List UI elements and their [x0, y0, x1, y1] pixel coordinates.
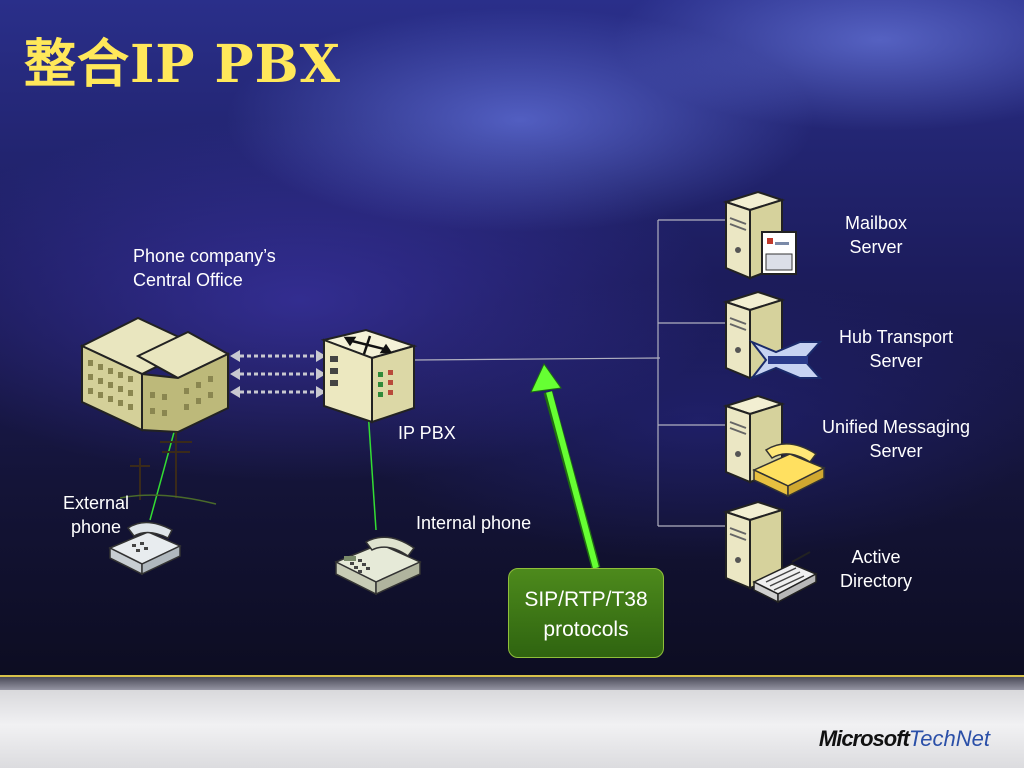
ip-pbx-label: IP PBX — [398, 423, 456, 443]
protocols-callout: SIP/RTP/T38 protocols — [508, 568, 664, 658]
external-phone-link — [149, 424, 177, 521]
internal-phone-link — [367, 409, 377, 531]
logo-microsoft-text: Microsoft — [818, 726, 910, 751]
trunk-lines — [240, 354, 318, 394]
hub-transport-server-icon — [722, 290, 823, 381]
hub-transport-server-label: Hub Transport Server — [838, 327, 954, 371]
connection-lines — [149, 219, 725, 570]
footer: MicrosoftTechNet — [0, 690, 1024, 768]
footer-divider — [0, 675, 1024, 691]
logo-technet-text: TechNet — [908, 726, 990, 751]
slide-background: 整合IP PBX — [0, 0, 1024, 690]
central-office-label: Phone company’s Central Office — [133, 246, 276, 290]
active-directory-server-icon — [722, 500, 818, 604]
internal-phone-icon — [334, 536, 422, 596]
protocol-arrow — [530, 363, 601, 570]
pbx-to-servers-line — [413, 357, 661, 361]
microsoft-technet-logo: MicrosoftTechNet — [819, 726, 990, 752]
mailbox-server-label: Mailbox Server — [844, 213, 908, 257]
external-phone-label: External phone — [62, 493, 130, 537]
unified-messaging-server-icon — [722, 394, 826, 498]
ip-pbx-device-icon — [320, 328, 418, 424]
internal-phone-label: Internal phone — [416, 513, 532, 533]
active-directory-label: Active Directory — [839, 547, 912, 591]
unified-messaging-server-label: Unified Messaging Server — [821, 417, 971, 461]
external-phone-icon — [108, 521, 182, 576]
utility-pole-icon — [120, 432, 217, 505]
page-title: 整合IP PBX — [24, 34, 341, 95]
central-office-building-icon — [79, 316, 231, 434]
mailbox-server-icon — [722, 190, 797, 280]
